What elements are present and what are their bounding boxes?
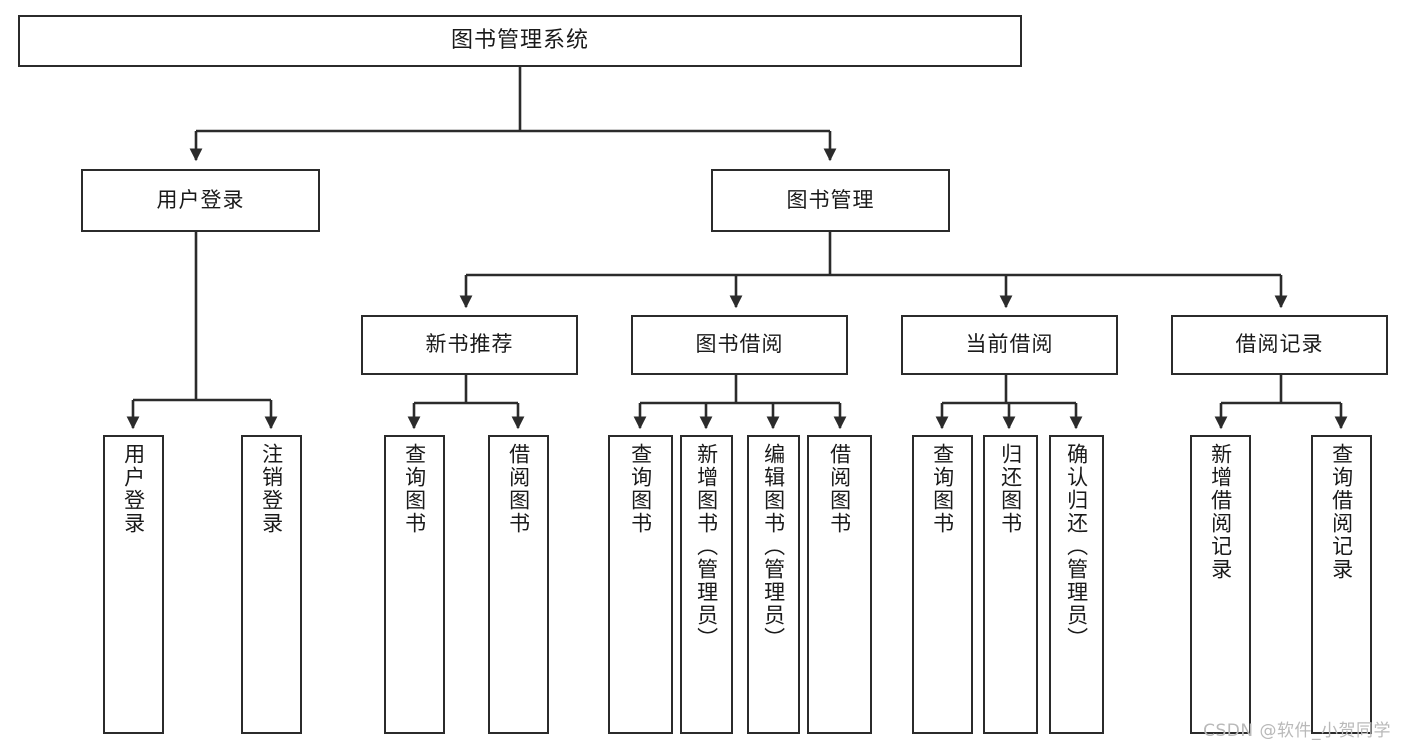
leaf-return-books[interactable]: 归还图书 <box>983 435 1038 734</box>
leaf-add-borrow-record[interactable]: 新增借阅记录 <box>1190 435 1251 734</box>
node-label: 编辑图书（管理员） <box>761 443 786 650</box>
node-label: 确认归还（管理员） <box>1064 443 1089 650</box>
node-user-login[interactable]: 用户登录 <box>81 169 320 232</box>
node-label: 查询借阅记录 <box>1329 443 1354 581</box>
node-label: 查询图书 <box>402 443 427 535</box>
leaf-borrow-books-recommend[interactable]: 借阅图书 <box>488 435 549 734</box>
leaf-query-books-current[interactable]: 查询图书 <box>912 435 973 734</box>
node-label: 查询图书 <box>628 443 653 535</box>
node-label: 图书管理系统 <box>450 27 589 53</box>
node-label: 新增借阅记录 <box>1208 443 1233 581</box>
node-label: 归还图书 <box>998 443 1023 535</box>
node-label: 借阅图书 <box>827 443 852 535</box>
node-book-borrow[interactable]: 图书借阅 <box>631 315 848 375</box>
leaf-query-books-borrow[interactable]: 查询图书 <box>608 435 673 734</box>
node-label: 用户登录 <box>121 443 146 535</box>
node-label: 图书借阅 <box>695 332 784 357</box>
node-book-management-system[interactable]: 图书管理系统 <box>18 15 1022 67</box>
leaf-borrow-books[interactable]: 借阅图书 <box>807 435 872 734</box>
node-label: 图书管理 <box>786 187 875 212</box>
node-label: 用户登录 <box>156 187 245 212</box>
leaf-confirm-return-admin[interactable]: 确认归还（管理员） <box>1049 435 1104 734</box>
node-label: 查询图书 <box>930 443 955 535</box>
node-borrow-records[interactable]: 借阅记录 <box>1171 315 1388 375</box>
node-label: 新增图书（管理员） <box>694 443 719 650</box>
leaf-user-login[interactable]: 用户登录 <box>103 435 164 734</box>
node-label: 借阅记录 <box>1235 332 1324 357</box>
node-new-book-recommend[interactable]: 新书推荐 <box>361 315 578 375</box>
leaf-query-borrow-record[interactable]: 查询借阅记录 <box>1311 435 1372 734</box>
node-current-borrow[interactable]: 当前借阅 <box>901 315 1118 375</box>
leaf-logout[interactable]: 注销登录 <box>241 435 302 734</box>
leaf-add-book-admin[interactable]: 新增图书（管理员） <box>680 435 733 734</box>
watermark-text: CSDN @软件_小贺同学 <box>1203 721 1391 741</box>
node-label: 注销登录 <box>259 443 284 535</box>
node-label: 借阅图书 <box>506 443 531 535</box>
node-book-management[interactable]: 图书管理 <box>711 169 950 232</box>
leaf-query-books-recommend[interactable]: 查询图书 <box>384 435 445 734</box>
leaf-edit-book-admin[interactable]: 编辑图书（管理员） <box>747 435 800 734</box>
node-label: 当前借阅 <box>965 332 1054 357</box>
node-label: 新书推荐 <box>425 332 514 357</box>
